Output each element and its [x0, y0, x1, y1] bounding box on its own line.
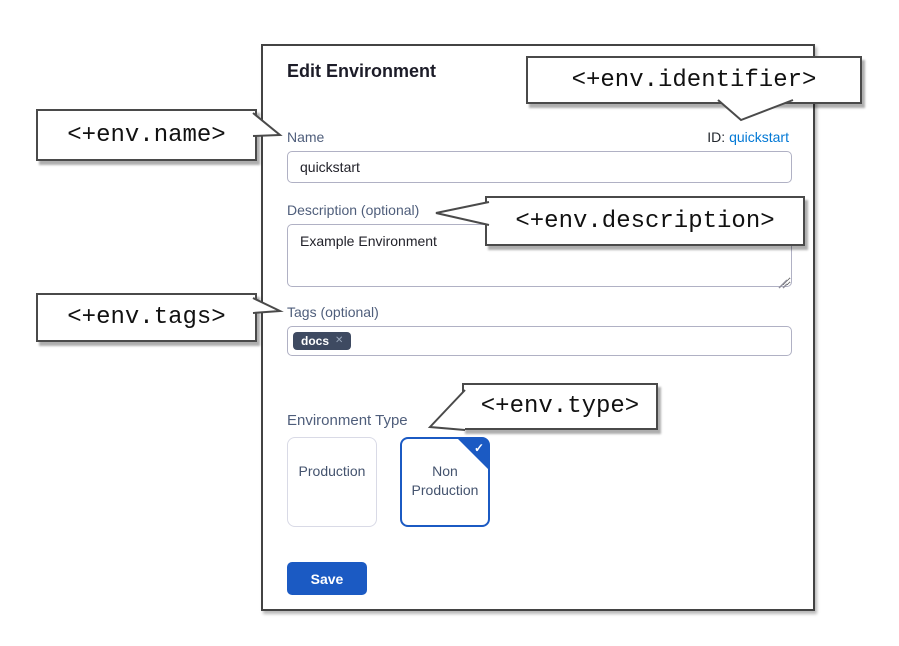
callout-env-tags: <+env.tags>: [36, 293, 284, 342]
description-field-label: Description (optional): [287, 202, 420, 218]
id-label: ID:: [707, 129, 726, 145]
callout-env-identifier-text: <+env.identifier>: [571, 66, 817, 94]
callout-tail: [717, 99, 794, 122]
callout-tail: [427, 389, 466, 431]
type-card-production-label: Production: [298, 463, 366, 479]
tags-field-label: Tags (optional): [287, 304, 379, 320]
tags-input[interactable]: docs ✕: [287, 326, 792, 356]
environment-type-options: Production Non Production ✓: [287, 437, 490, 527]
callout-env-type-text: <+env.type>: [480, 393, 640, 420]
save-button[interactable]: Save: [287, 562, 367, 595]
callout-env-name: <+env.name>: [36, 109, 283, 161]
environment-type-label: Environment Type: [287, 412, 408, 429]
callout-env-identifier: <+env.identifier>: [526, 56, 862, 122]
callout-env-description-text: <+env.description>: [515, 207, 775, 235]
identifier-row: ID: quickstart: [707, 129, 789, 145]
callout-env-name-text: <+env.name>: [67, 121, 226, 149]
callout-env-description: <+env.description>: [435, 196, 805, 246]
type-card-non-production-label: Non Production: [411, 463, 479, 498]
tag-chip-docs: docs ✕: [293, 332, 352, 350]
type-card-non-production[interactable]: Non Production ✓: [400, 437, 490, 527]
tag-remove-icon[interactable]: ✕: [335, 335, 344, 346]
callout-tail: [252, 297, 284, 314]
identifier-link[interactable]: quickstart: [729, 129, 789, 145]
tag-chip-label: docs: [301, 334, 330, 348]
type-card-production[interactable]: Production: [287, 437, 377, 527]
callout-tail: [435, 201, 490, 226]
name-field-label: Name: [287, 129, 325, 145]
edit-environment-dialog: Edit Environment Name ID: quickstart Des…: [261, 44, 815, 611]
name-input[interactable]: [287, 151, 792, 183]
dialog-title: Edit Environment: [287, 61, 437, 81]
callout-env-tags-text: <+env.tags>: [67, 304, 226, 331]
callout-tail: [252, 112, 283, 137]
check-icon: ✓: [473, 441, 484, 455]
callout-env-type: <+env.type>: [427, 383, 658, 431]
